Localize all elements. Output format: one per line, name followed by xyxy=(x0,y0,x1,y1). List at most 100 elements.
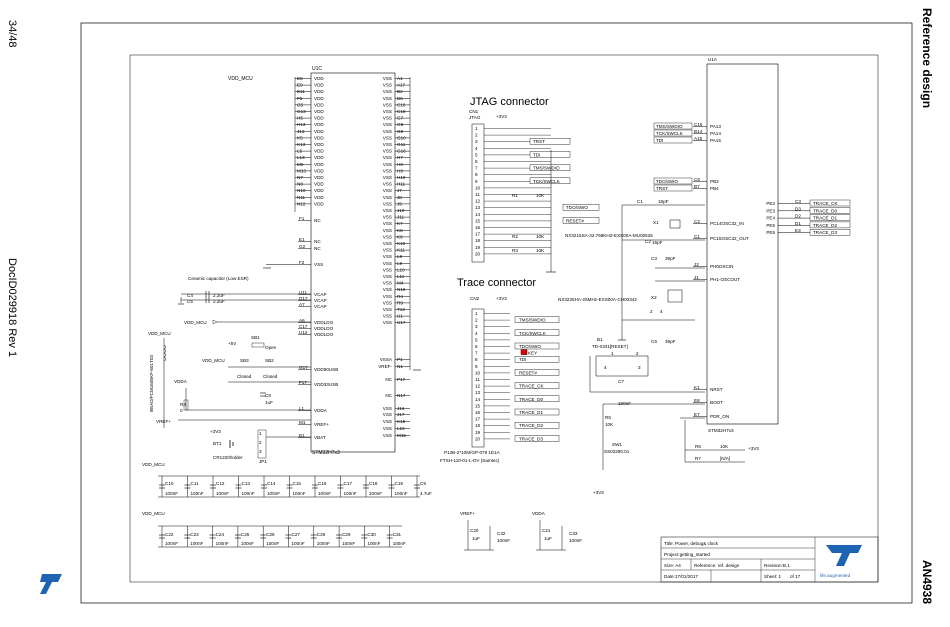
sb3: SB3 xyxy=(240,358,249,363)
u1a-net-label: TCK/SWCLK xyxy=(656,131,684,136)
x2-ref: X2 xyxy=(651,295,657,300)
vdd-pin-name: VDD xyxy=(314,116,324,121)
r5-ref: R5 xyxy=(605,415,611,420)
dec2-ref: C30 xyxy=(367,532,376,537)
trace-pin-num: 11 xyxy=(475,377,480,382)
vss-pin-name: VSS xyxy=(383,182,392,187)
vdd-pin-num: N7 xyxy=(297,175,303,180)
dec1-val: 100nF xyxy=(165,491,178,496)
c1-left-ref: C1 xyxy=(637,199,643,204)
group-pin-name: VDD50USB xyxy=(314,367,338,372)
trace-net-flag xyxy=(514,435,560,442)
u1a-rpin-num: D2 xyxy=(795,214,801,219)
trace-net-flag xyxy=(514,395,560,402)
crystals-block: C1 15pF X1 NX3215SA-32.768KHZ-EXS00A-MU0… xyxy=(558,199,705,344)
dec1-val: 100nF xyxy=(242,491,255,496)
u1a-rnet-flag xyxy=(809,221,851,229)
u1a-pin-name: PA13 xyxy=(710,124,721,129)
vdd-pin-num: F5 xyxy=(297,96,303,101)
dec1-val: 4.7uF xyxy=(420,491,432,496)
b1-ref: B1 xyxy=(597,337,603,342)
vdd-pin-name: VDD xyxy=(314,129,324,134)
vss-pin-name: VSS xyxy=(383,274,392,279)
rmisc-pin-name: VSS xyxy=(383,412,392,417)
x2-gnd-pin-a: 2 xyxy=(650,309,653,314)
plus5v: +5V xyxy=(228,341,237,346)
group-pin-num: F17 xyxy=(299,380,307,385)
c5-val: 2.2uF xyxy=(213,299,225,304)
trace-net-label: TRACE_D2 xyxy=(519,423,543,428)
u1a-pin-num: C6 xyxy=(694,177,700,182)
dec2-val: 100nF xyxy=(292,541,305,546)
jtag-pin-num: 19 xyxy=(475,245,481,250)
u1a-rnet-flag xyxy=(809,228,851,236)
vdd-mcu4: VDD_MCU xyxy=(148,331,171,336)
vdd-pin-num: N8 xyxy=(297,182,303,187)
misc-pin-num: F1 xyxy=(299,216,305,221)
vss-pin-name: VSS xyxy=(383,162,392,167)
u1a-net-label: TDI xyxy=(656,138,663,143)
group-pin-name: VCAP xyxy=(314,292,327,297)
misc-pin-name: NC xyxy=(314,218,321,223)
b1-pin1: 1 xyxy=(611,351,614,356)
c2-val: 15pF xyxy=(652,240,663,245)
decoupling-block: VDD_MCU C10100nFC11100nFC12100nFC13100nF… xyxy=(142,462,582,551)
tb-logo-tag: life.augmented xyxy=(820,573,851,578)
u1a-rnet-label: TRACE_D2 xyxy=(813,223,837,228)
rmisc-pin-name: VSS xyxy=(383,406,392,411)
dec1-ref: C17 xyxy=(344,481,353,486)
jtag-pin-num: 11 xyxy=(475,192,480,197)
vss-pin-num: G9 xyxy=(397,129,404,134)
tb-st-logo-icon xyxy=(826,545,862,566)
vss-pin-num: U17 xyxy=(397,320,406,325)
u1a-pin-num: C2 xyxy=(694,219,700,224)
dec2-ref: C27 xyxy=(292,532,301,537)
vss-pin-name: VSS xyxy=(383,294,392,299)
jp-pin3: 3 xyxy=(259,449,262,454)
rmisc-pin-num: L15 xyxy=(397,426,405,431)
dec2-val: 100nF xyxy=(393,541,406,546)
vss-pin-name: VSS xyxy=(383,109,392,114)
vss-pin-num: R9 xyxy=(397,300,403,305)
vss-pin-num: H7 xyxy=(397,155,403,160)
u1a-net-label: TRST xyxy=(656,186,668,191)
vss-pin-num: B6 xyxy=(397,96,403,101)
group-pin-num: A6 xyxy=(299,318,305,323)
tb-revision: Revision:B.1 xyxy=(764,563,790,568)
vss-pin-name: VSS xyxy=(383,116,392,121)
vdd-pin-num: H5 xyxy=(297,116,303,121)
u1a-pin-num: J2 xyxy=(694,262,699,267)
u1a-pin-name: PC14OSC32_IN xyxy=(710,221,744,226)
vdd-pin-name: VDD xyxy=(314,76,324,81)
trace-pin-num: 1 xyxy=(475,311,478,316)
jtag-supply: +3V3 xyxy=(496,114,507,119)
jtag-net-flag xyxy=(529,164,571,171)
dec1-ref: C9 xyxy=(420,481,426,486)
vss-pin-num: M4 xyxy=(397,281,404,286)
vss-pin-name: VSS xyxy=(383,234,392,239)
group-pin-name: VCAP xyxy=(314,304,327,309)
vss-pin-num: A17 xyxy=(397,83,406,88)
key-marker xyxy=(520,349,528,355)
sb2-state: Closed xyxy=(263,374,278,379)
c32-val: 100nF xyxy=(497,538,510,543)
r4-ref: R4 xyxy=(180,402,186,407)
u1a-net-flag xyxy=(653,136,693,144)
dec1-val: 100nF xyxy=(369,491,382,496)
trace-header xyxy=(471,308,485,448)
rmisc-pin-name: VSSA xyxy=(380,357,393,362)
vss-pin-num: L10 xyxy=(397,267,405,272)
r6-val: 10K xyxy=(720,444,729,449)
jtag-net-label: TDI xyxy=(533,152,540,157)
vdd-pin-num: K5 xyxy=(297,135,303,140)
sb1-state: Open xyxy=(265,345,277,350)
u1a-pin-num: E8 xyxy=(694,398,700,403)
u1a-rpin-name: PE5 xyxy=(766,223,775,228)
misc-pin-num: G2 xyxy=(299,244,306,249)
trace-net-label: TMS/SWDIO xyxy=(519,318,546,323)
vss-pin-num: G8 xyxy=(397,122,404,127)
dec1-ref: C13 xyxy=(242,481,251,486)
vss-pin-num: L8 xyxy=(397,254,403,259)
trace-net-flag xyxy=(514,316,560,323)
